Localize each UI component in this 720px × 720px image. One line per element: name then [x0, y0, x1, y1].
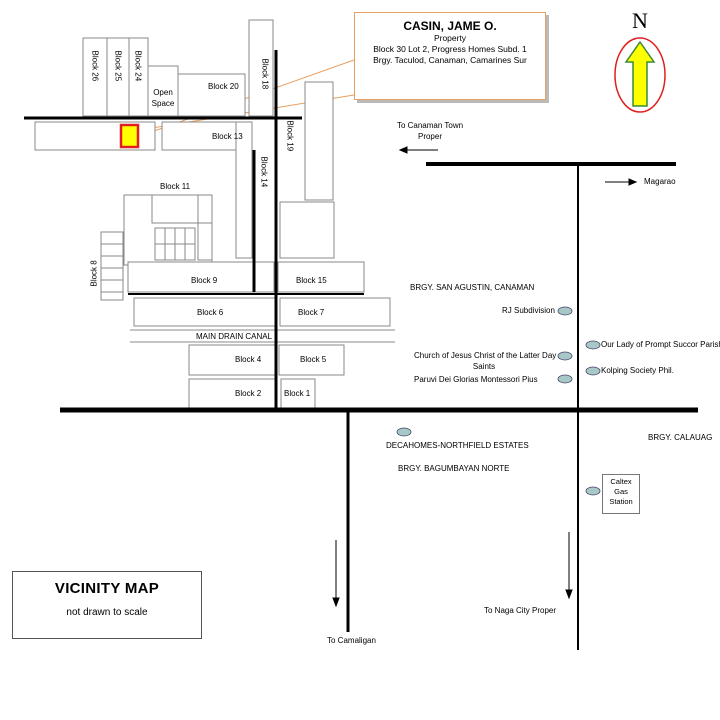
block-1-label: Block 1: [284, 389, 311, 398]
property-address: Brgy. Taculod, Canaman, Camarines Sur: [373, 55, 527, 65]
block-8-steps: [100, 231, 124, 301]
block-9-label: Block 9: [191, 276, 218, 285]
caltex-station: Caltex Gas Station: [602, 474, 640, 514]
rj-pin: [557, 306, 573, 316]
paruvi-label: Paruvi Dei Glorias Montessori Pius: [414, 375, 538, 384]
property-lot: Block 30 Lot 2, Progress Homes Subd. 1: [373, 44, 527, 54]
caltex-line-3: Station: [609, 497, 633, 506]
canal-label: MAIN DRAIN CANAL: [196, 332, 273, 341]
block-20-label: Block 20: [208, 82, 239, 91]
block-group-row: [34, 81, 335, 259]
open-space-label-1: Open: [153, 88, 173, 97]
block-8-label: Block 8: [89, 260, 99, 287]
block-26-label: Block 26: [90, 50, 100, 82]
open-space-label-2: Space: [151, 99, 175, 108]
block-2-label: Block 2: [235, 389, 262, 398]
legend-title: VICINITY MAP: [54, 580, 160, 597]
property-type: Property: [433, 33, 467, 43]
roads: [24, 50, 698, 650]
san-agustin-label: BRGY. SAN AGUSTIN, CANAMAN: [410, 283, 535, 292]
block-11-cluster: [123, 194, 213, 266]
calauag-label: BRGY. CALAUAG: [648, 433, 713, 442]
block-group-top: [82, 19, 274, 117]
magarao-direction: Magarao: [644, 177, 676, 186]
block-14-label: Block 14: [259, 156, 269, 188]
church-label-2: Saints: [472, 362, 496, 371]
caltex-pin: [585, 486, 601, 496]
block-11-label: Block 11: [160, 182, 191, 191]
lady-parish-label: Our Lady of Prompt Succor Parish: [601, 340, 720, 349]
block-25-label: Block 25: [113, 50, 123, 82]
legend-note: not drawn to scale: [66, 607, 148, 618]
block-5-label: Block 5: [300, 355, 327, 364]
caltex-line-1: Caltex: [610, 477, 632, 486]
block-18-label: Block 18: [260, 58, 270, 90]
lady-pin: [585, 340, 601, 350]
block-6-label: Block 6: [197, 308, 224, 317]
block-24-label: Block 24: [133, 50, 143, 82]
block-4-label: Block 4: [235, 355, 262, 364]
bagumbayan-label: BRGY. BAGUMBAYAN NORTE: [398, 464, 510, 473]
decahomes-pin: [396, 427, 412, 437]
map-legend: VICINITY MAP not drawn to scale: [12, 571, 202, 639]
naga-direction: To Naga City Proper: [484, 606, 557, 615]
property-callout: CASIN, JAME O. Property Block 30 Lot 2, …: [354, 12, 546, 100]
paruvi-pin: [557, 374, 573, 384]
block-15-label: Block 15: [296, 276, 327, 285]
owner-name: CASIN, JAME O.: [403, 19, 497, 33]
church-label-1: Church of Jesus Christ of the Latter Day: [414, 351, 557, 360]
canaman-direction-2: Proper: [417, 132, 442, 141]
rj-subdivision-label: RJ Subdivision: [502, 306, 555, 315]
kolping-label: Kolping Society Phil.: [601, 366, 674, 375]
direction-arrows: [332, 146, 638, 608]
block-group-middle: [127, 261, 395, 410]
block-13-label: Block 13: [212, 132, 243, 141]
block-19-label: Block 19: [285, 120, 295, 152]
landmark-pins: [396, 306, 601, 496]
church-pin: [557, 351, 573, 361]
block-7-label: Block 7: [298, 308, 325, 317]
north-arrow-icon: [614, 37, 666, 113]
property-marker: [119, 123, 140, 149]
north-label: N: [632, 8, 648, 33]
kolping-pin: [585, 366, 601, 376]
canaman-direction-1: To Canaman Town: [396, 121, 464, 130]
decahomes-label: DECAHOMES-NORTHFIELD ESTATES: [386, 441, 529, 450]
camaligan-direction: To Camaligan: [327, 636, 376, 645]
caltex-line-2: Gas: [614, 487, 628, 496]
